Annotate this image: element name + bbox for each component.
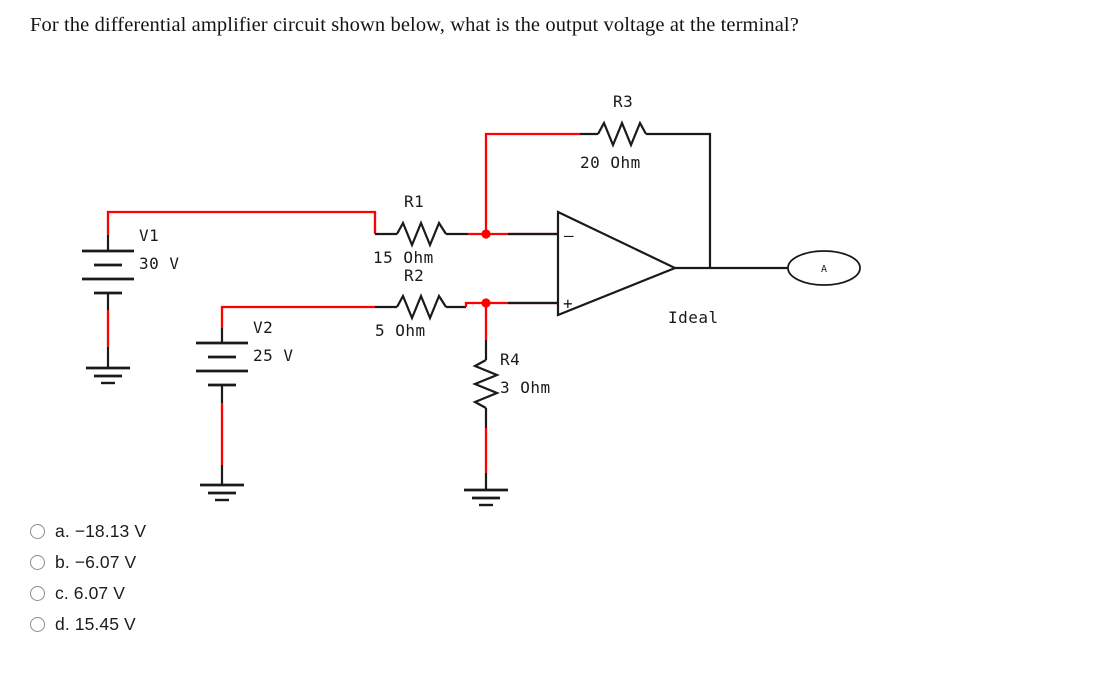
- radio-button-a[interactable]: [30, 524, 45, 539]
- r1-value-label: 15 Ohm: [373, 248, 434, 267]
- page-title: For the differential amplifier circuit s…: [30, 14, 799, 36]
- r2-name-label: R2: [404, 266, 424, 285]
- r4-name-label: R4: [500, 350, 520, 369]
- v2-value-label: 25 V: [253, 346, 294, 365]
- r1-zigzag: [396, 220, 447, 248]
- answer-option-c-label: c. 6.07 V: [55, 583, 125, 603]
- radio-button-c[interactable]: [30, 586, 45, 601]
- v1-name-label: V1: [139, 226, 159, 245]
- v1-value-label: 30 V: [139, 254, 180, 273]
- wire-v1-to-r1: [106, 210, 377, 235]
- v2-name-label: V2: [253, 318, 273, 337]
- opamp-type-label: Ideal: [668, 308, 719, 327]
- output-terminal-label: A: [821, 264, 827, 275]
- r3-value-label: 20 Ohm: [580, 153, 641, 172]
- wire-feedback-up: [484, 132, 580, 234]
- answer-option-a-label: a. −18.13 V: [55, 521, 147, 541]
- answer-option-d-label: d. 15.45 V: [55, 614, 136, 634]
- output-terminal-ellipse: [787, 250, 861, 286]
- circuit-diagram: V1 30 V R1 15 Ohm R3 20 Ohm V: [0, 75, 1000, 515]
- radio-button-d[interactable]: [30, 617, 45, 632]
- opamp-triangle: [556, 210, 678, 317]
- opamp-inverting-label: –: [564, 226, 574, 245]
- answer-option-c[interactable]: c. 6.07 V: [30, 578, 430, 609]
- wire-r3-to-output: [646, 132, 712, 268]
- circuit-schematic-svg: V1 30 V R1 15 Ohm R3 20 Ohm V: [82, 92, 861, 507]
- answer-option-a[interactable]: a. −18.13 V: [30, 516, 430, 547]
- answer-option-b-label: b. −6.07 V: [55, 552, 137, 572]
- r4-value-label: 3 Ohm: [500, 378, 551, 397]
- wire-v2-to-r2: [220, 305, 375, 328]
- r2-value-label: 5 Ohm: [375, 321, 426, 340]
- r4-zigzag: [472, 359, 500, 409]
- wire-r2-step-up: [464, 301, 486, 307]
- r1-name-label: R1: [404, 192, 424, 211]
- node-dot-noninverting: [481, 298, 491, 308]
- r2-zigzag: [396, 293, 447, 321]
- answer-option-d[interactable]: d. 15.45 V: [30, 609, 430, 640]
- answer-options-list: a. −18.13 V b. −6.07 V c. 6.07 V d. 15.4…: [30, 516, 430, 640]
- answer-option-b[interactable]: b. −6.07 V: [30, 547, 430, 578]
- radio-button-b[interactable]: [30, 555, 45, 570]
- opamp-noninverting-label: +: [563, 294, 573, 313]
- r3-name-label: R3: [613, 92, 633, 111]
- r3-zigzag: [597, 120, 647, 148]
- node-dot-inverting: [481, 229, 491, 239]
